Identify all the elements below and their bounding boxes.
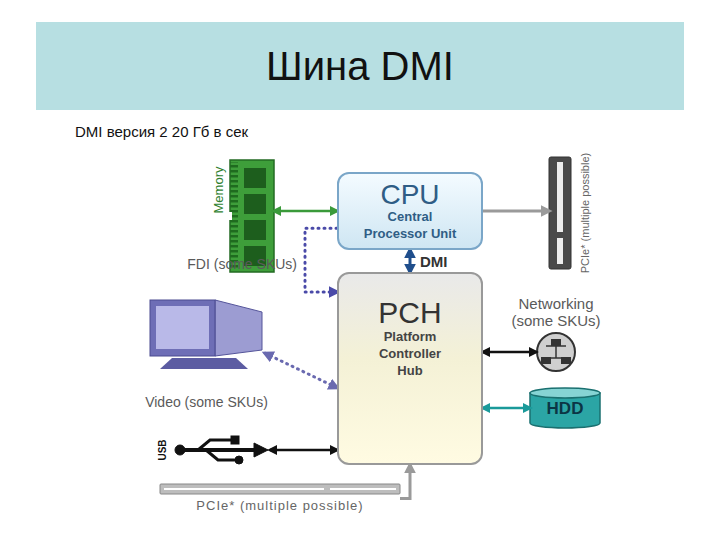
bus-connector <box>400 465 410 499</box>
bus-connector <box>270 449 337 452</box>
hdd-cylinder <box>530 388 600 428</box>
cpu-box: CPUCentral Processor Unit <box>337 172 483 250</box>
pcie-slot: PCIe* (multiple possible) <box>160 484 400 513</box>
bus-connector <box>483 351 536 354</box>
network-icon: Networking (some SKUs) <box>536 332 576 372</box>
node-heading: CPU <box>380 180 439 209</box>
node-heading: PCIe* (multiple possible) <box>160 498 400 513</box>
pcie-slot <box>549 157 571 269</box>
title-band: Шина DMI <box>36 22 684 110</box>
bus-label: FDI (some SKUs) <box>187 256 297 272</box>
bus-connector <box>483 210 549 213</box>
bus-label: DMI <box>420 253 448 270</box>
bus-connector <box>265 353 337 388</box>
node-heading: PCH <box>378 296 441 329</box>
video-monitor: Video (some SKUs) <box>148 298 265 390</box>
node-body: Platform Controller Hub <box>365 329 455 380</box>
usb-symbol <box>175 436 268 464</box>
subtitle-note: DMI версия 2 20 Гб в сек <box>75 123 248 140</box>
bus-connector <box>305 228 337 292</box>
network-icon <box>537 333 575 371</box>
node-heading: USB <box>157 439 168 460</box>
node-heading: Networking (some SKUs) <box>504 295 609 330</box>
pch-box: PCHPlatform Controller Hub <box>337 272 483 465</box>
pcie-slot <box>160 484 400 494</box>
node-heading: Video (some SKUs) <box>145 394 268 410</box>
node-heading: HDD <box>547 400 584 417</box>
bus-connector <box>483 407 530 410</box>
bus-connector <box>409 250 412 272</box>
node-heading: Memory <box>211 167 226 214</box>
monitor-icon <box>150 300 262 369</box>
hdd-cylinder: HDD <box>530 388 600 428</box>
memory-module <box>226 160 274 272</box>
pcie-slot: PCIe* (multiple possible) <box>549 157 571 273</box>
usb-symbol: USB <box>155 436 270 464</box>
slide-title: Шина DMI <box>266 44 454 89</box>
bus-connector <box>274 210 337 213</box>
memory-module: Memory <box>230 160 274 272</box>
node-heading: PCIe* (multiple possible) <box>579 153 591 273</box>
node-body: Central Processor Unit <box>355 209 465 242</box>
